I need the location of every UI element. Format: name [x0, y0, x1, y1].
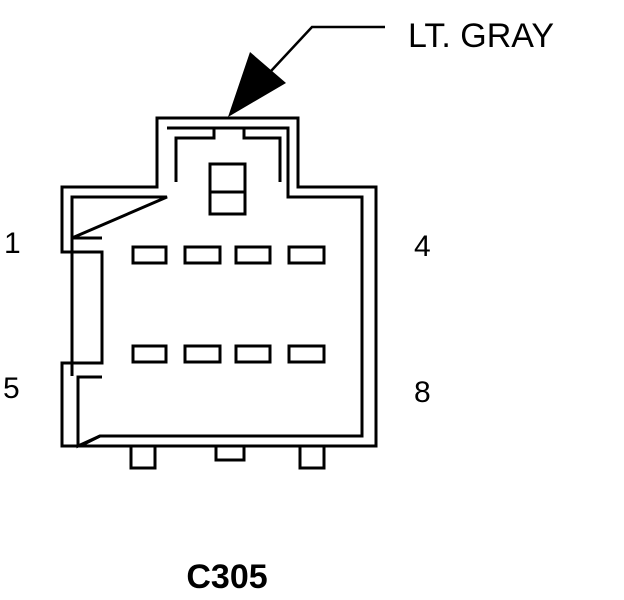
housing-outer	[60, 116, 378, 448]
terminal-row-top	[131, 245, 326, 265]
terminal-cavity	[287, 245, 326, 265]
terminal-row-bottom	[131, 344, 326, 364]
terminal-cavity	[183, 344, 222, 364]
color-label: LT. GRAY	[408, 17, 554, 55]
top-latch	[174, 128, 282, 216]
connector-name: C305	[186, 558, 267, 596]
pin-label-4: 4	[414, 230, 431, 263]
color-leader-arrow	[228, 25, 385, 117]
housing-inner-bottom	[79, 434, 101, 448]
terminal-cavity	[287, 344, 326, 364]
terminal-cavity	[234, 245, 272, 265]
bottom-tabs	[129, 444, 326, 470]
housing-inner	[70, 126, 364, 449]
terminal-cavity	[234, 344, 272, 364]
terminal-cavity	[183, 245, 222, 265]
terminal-cavity	[131, 245, 168, 265]
pin-label-8: 8	[414, 376, 431, 409]
terminal-cavity	[131, 344, 168, 364]
pin-label-5: 5	[3, 372, 20, 405]
pin-label-1: 1	[4, 227, 21, 260]
